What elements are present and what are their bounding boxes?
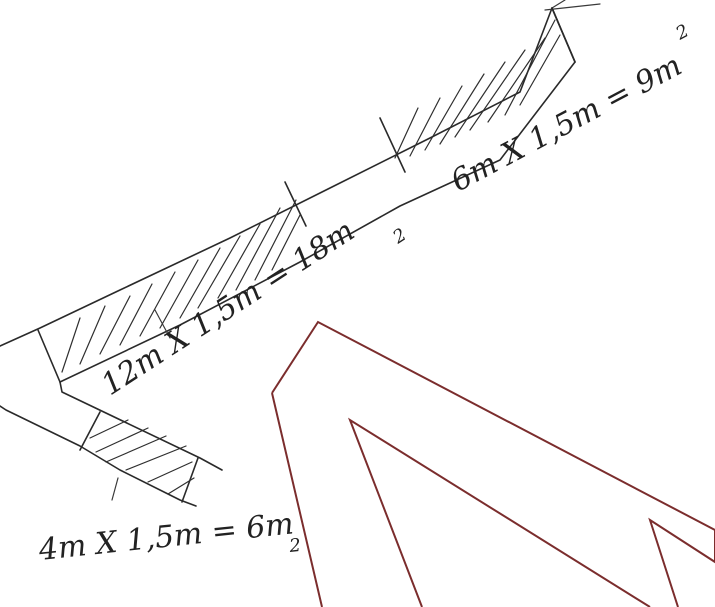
lower-branch xyxy=(0,381,223,507)
upper-section-right-edge xyxy=(551,7,576,63)
lower-branch-lower-edge xyxy=(0,405,197,507)
lower-segment-exponent: 2 xyxy=(287,535,302,557)
upper-segment-exponent: 2 xyxy=(672,20,693,44)
middle-segment-exponent: 2 xyxy=(388,224,410,248)
overlay-chevron-shape xyxy=(271,320,715,607)
strip-outline xyxy=(0,0,601,383)
upper-segment-label: 6m X 1,5m = 9m xyxy=(445,48,687,199)
lower-segment-label: 4m X 1,5m = 6m xyxy=(36,506,295,568)
middle-section-hatching xyxy=(61,199,301,373)
middle-hatched-section xyxy=(37,199,301,383)
lower-branch-tick xyxy=(111,477,119,501)
gap-left-edge xyxy=(284,181,307,227)
middle-section-left-edge xyxy=(37,329,61,383)
gap-section xyxy=(284,181,307,227)
strip-top-tail xyxy=(544,0,601,11)
lower-branch-hatching xyxy=(89,419,195,495)
middle-segment-label: 12m X 1,5m = 18m xyxy=(95,213,361,403)
upper-section-hatching xyxy=(394,19,561,159)
strip-upper-edge xyxy=(0,7,553,347)
upper-section-left-edge xyxy=(379,117,406,173)
strip-lower-edge xyxy=(59,61,576,383)
overlay-inner-outline xyxy=(271,392,651,607)
lower-branch-upper-edge xyxy=(59,381,223,471)
lower-branch-left-cap xyxy=(79,411,101,451)
overlay-outline xyxy=(271,320,715,607)
upper-hatched-section xyxy=(379,7,576,173)
middle-section-dimension-tick xyxy=(154,309,171,339)
